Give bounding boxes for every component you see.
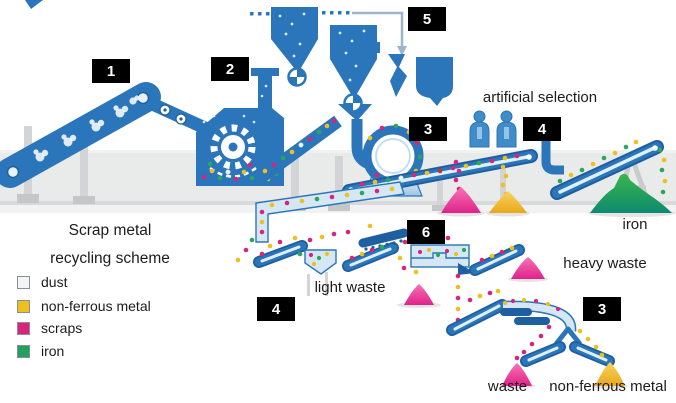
collection-bin bbox=[304, 249, 337, 275]
legend-swatch-dust bbox=[17, 275, 30, 289]
light-waste-pile bbox=[404, 284, 434, 305]
waste-pile bbox=[502, 363, 532, 386]
splitter-chevron bbox=[554, 326, 582, 346]
nonferrous-conveyor bbox=[569, 341, 615, 367]
legend-label-iron: iron bbox=[41, 343, 65, 359]
shredder bbox=[196, 68, 284, 186]
transfer-chute bbox=[145, 96, 208, 134]
label-heavy-waste: heavy waste bbox=[563, 255, 647, 272]
corner-mark bbox=[25, 0, 43, 9]
legend-title-line1: Scrap metal bbox=[68, 222, 152, 239]
iron-belt bbox=[550, 139, 668, 200]
legend-item-dust: dust bbox=[17, 274, 67, 290]
vibrating-screen bbox=[410, 244, 470, 268]
iron-pile bbox=[590, 173, 672, 213]
stage-badge-1: 1 bbox=[92, 59, 130, 83]
stage-badge-5: 5 bbox=[408, 7, 446, 31]
screen-conveyor-a bbox=[253, 240, 308, 268]
legend-item-scraps: scraps bbox=[17, 320, 82, 336]
stage-badge-2: 2 bbox=[211, 57, 249, 81]
stage-badge-6: 6 bbox=[407, 220, 445, 244]
nonferrous-pile-final bbox=[595, 362, 625, 386]
worker-icon bbox=[496, 110, 517, 148]
legend-swatch-iron bbox=[17, 344, 30, 358]
cyclone-1 bbox=[271, 7, 318, 87]
legend-item-iron: iron bbox=[17, 343, 64, 359]
shredder-gear-icon bbox=[210, 124, 256, 170]
scrap-lumps bbox=[33, 95, 140, 162]
scraps-pile bbox=[441, 187, 481, 213]
shredder-discharge-conveyor bbox=[256, 115, 342, 184]
legend-swatch-non-ferrous bbox=[17, 299, 30, 313]
heavy-waste-conveyor bbox=[458, 244, 525, 276]
waste-conveyor bbox=[520, 341, 566, 367]
heavy-waste-pile bbox=[511, 257, 545, 279]
fines-duct bbox=[255, 181, 405, 243]
legend-label-scraps: scraps bbox=[41, 320, 83, 336]
dust-bagger bbox=[388, 54, 453, 106]
split-dots-right bbox=[577, 328, 605, 358]
legend-swatch-scraps bbox=[17, 321, 30, 335]
label-iron: iron bbox=[622, 216, 648, 233]
secondary-feed-conveyor bbox=[446, 288, 508, 336]
legend-label-non-ferrous: non-ferrous metal bbox=[41, 298, 151, 314]
split-dots-left bbox=[514, 324, 552, 361]
cyclone-2 bbox=[330, 25, 380, 113]
feed-conveyor bbox=[0, 82, 161, 188]
screen-scatter-dots bbox=[235, 223, 451, 275]
label-waste: waste bbox=[487, 378, 528, 395]
legend-label-dust: dust bbox=[41, 274, 68, 290]
arrow-down-icon bbox=[397, 46, 407, 56]
label-light-waste: light waste bbox=[314, 279, 386, 296]
dust-pipe bbox=[250, 11, 407, 56]
stage-badge-4a: 4 bbox=[523, 117, 561, 141]
nonferrous-pile bbox=[489, 191, 527, 213]
stage-badge-4b: 4 bbox=[257, 297, 295, 321]
legend-title-line2: recycling scheme bbox=[50, 250, 170, 267]
label-non-ferrous-metal: non-ferrous metal bbox=[549, 378, 667, 395]
legend-item-non-ferrous: non-ferrous metal bbox=[17, 298, 151, 314]
screen-conveyor-b bbox=[342, 242, 399, 272]
label-artificial-selection: artificial selection bbox=[482, 89, 598, 106]
belt-elbow bbox=[541, 140, 564, 175]
worker-icon bbox=[469, 110, 490, 148]
stage-badge-3a: 3 bbox=[409, 117, 447, 141]
slide-chute bbox=[500, 297, 577, 332]
stage-badge-3b: 3 bbox=[583, 297, 621, 321]
